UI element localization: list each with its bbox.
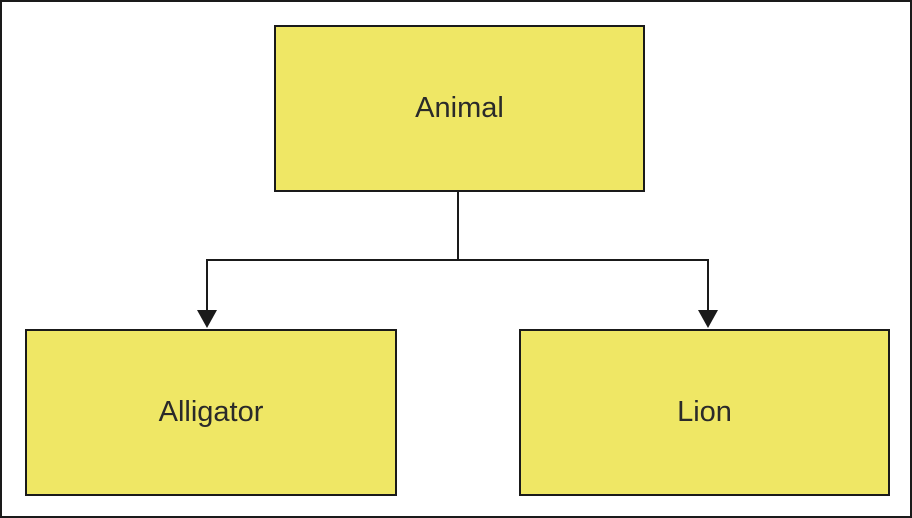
node-alligator-label: Alligator: [158, 396, 264, 428]
node-alligator: Alligator: [25, 329, 397, 496]
node-animal-label: Animal: [415, 92, 504, 124]
node-lion: Lion: [519, 329, 890, 496]
node-animal: Animal: [274, 25, 645, 192]
arrowhead-right: [698, 310, 718, 328]
arrowhead-left: [197, 310, 217, 328]
node-lion-label: Lion: [677, 396, 732, 428]
